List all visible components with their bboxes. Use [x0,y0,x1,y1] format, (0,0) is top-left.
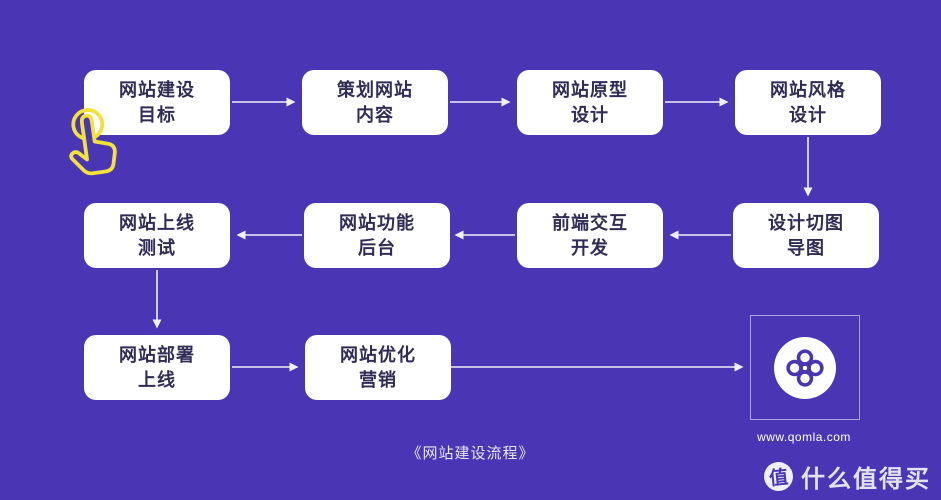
flow-box-plan: 策划网站 内容 [302,70,448,135]
flow-box-prototype-label: 网站原型 设计 [552,79,628,125]
smzdm-badge-icon: 值 [762,460,795,493]
flow-box-deploy: 网站部署 上线 [84,335,230,400]
brand-website-url: www.qomla.com [757,430,851,444]
brand-logo-card [750,315,860,420]
smzdm-watermark: 值 什么值得买 [762,459,931,494]
flow-box-marketing: 网站优化 营销 [305,335,451,400]
brand-logo-circle [774,336,836,399]
flow-box-test: 网站上线 测试 [84,203,230,268]
tap-hand-icon [69,108,117,176]
flow-box-frontend: 前端交互 开发 [517,203,663,268]
flow-box-plan-label: 策划网站 内容 [337,79,413,125]
qomla-clover-icon [786,348,824,387]
flow-box-slicing-label: 设计切图 导图 [768,212,844,258]
smzdm-watermark-text: 什么值得买 [801,466,931,493]
flow-box-prototype: 网站原型 设计 [517,70,663,135]
flow-box-backend-label: 网站功能 后台 [339,212,415,258]
flow-box-backend: 网站功能 后台 [304,203,450,268]
flowchart-caption: 《网站建设流程》 [406,445,535,462]
flow-box-goal-label: 网站建设 目标 [119,79,195,125]
flow-box-test-label: 网站上线 测试 [119,212,195,258]
flow-box-style-label: 网站风格 设计 [770,79,846,125]
flow-box-deploy-label: 网站部署 上线 [119,344,195,390]
flow-box-marketing-label: 网站优化 营销 [340,344,416,390]
flow-box-slicing: 设计切图 导图 [733,203,879,268]
flow-box-frontend-label: 前端交互 开发 [552,212,628,258]
flow-box-goal: 网站建设 目标 [84,70,230,135]
flow-box-style: 网站风格 设计 [735,70,881,135]
